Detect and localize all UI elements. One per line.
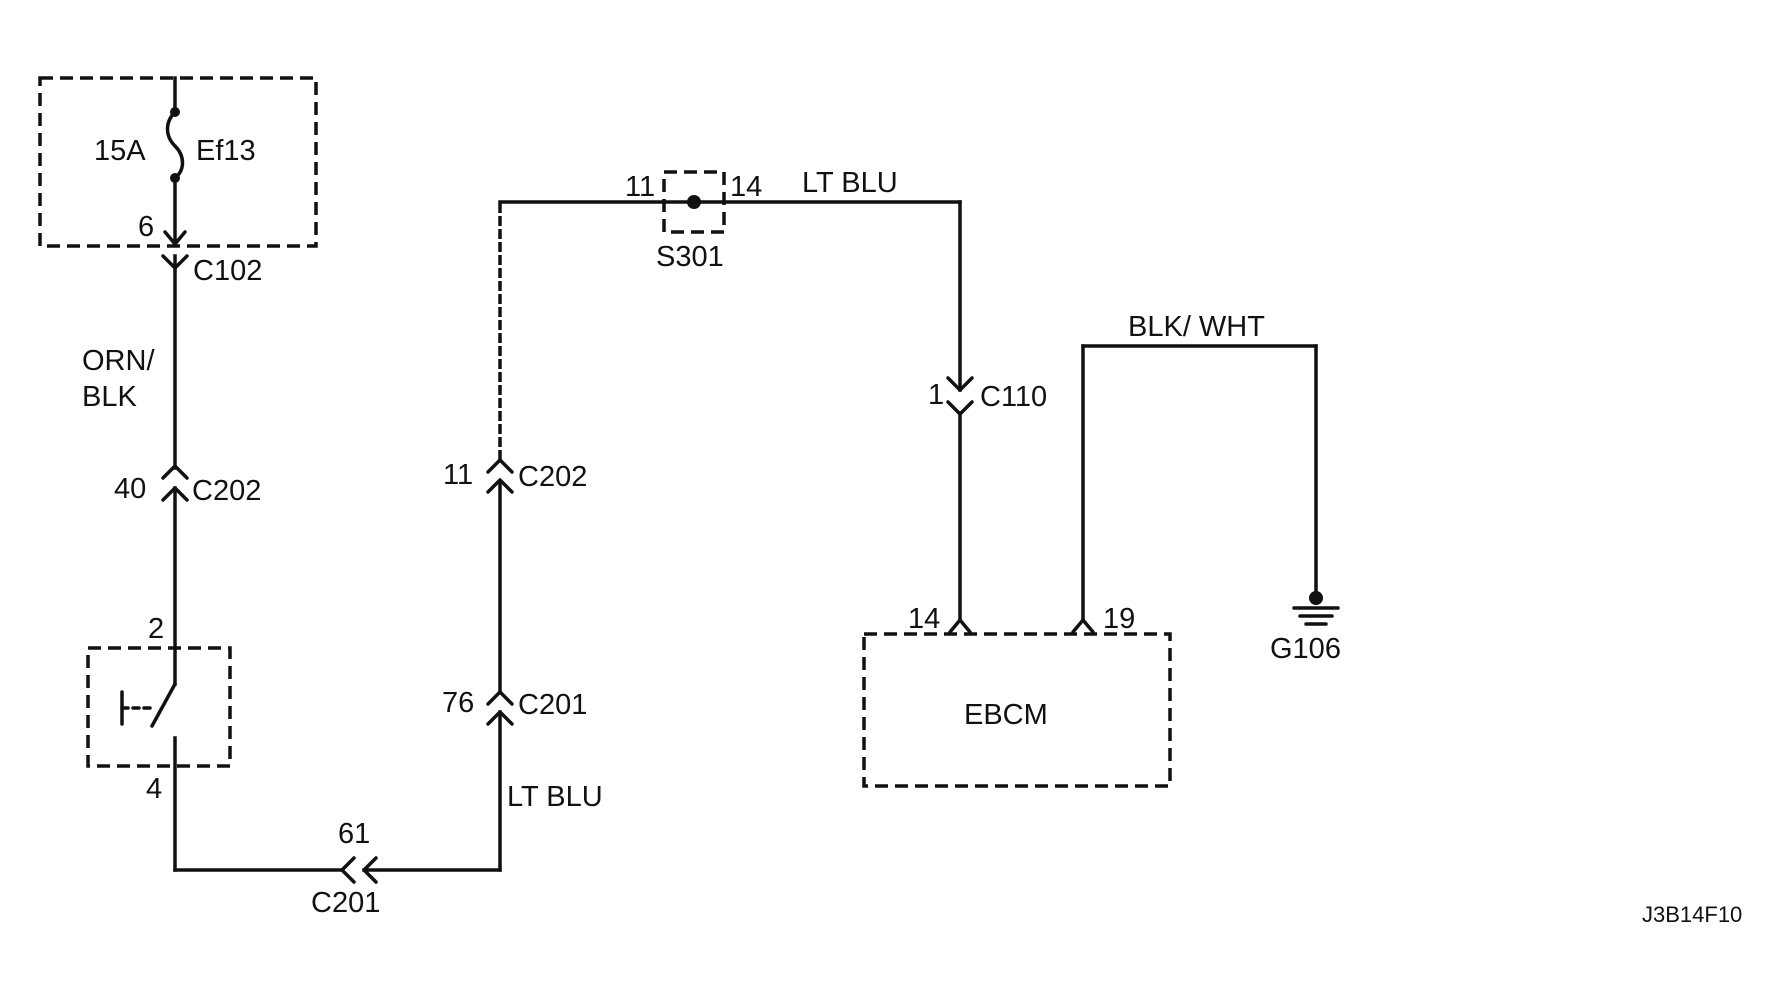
fuse-pin-arrow-icon xyxy=(163,230,187,246)
switch-blade-icon xyxy=(150,682,177,728)
blk-wht-label: BLK/ WHT xyxy=(1128,311,1265,343)
fuse-rating: 15A xyxy=(94,135,146,167)
s301-splice-dot xyxy=(687,195,701,209)
lt-blu-top-label: LT BLU xyxy=(802,167,898,199)
c110-connector-arrow-icon xyxy=(946,376,974,392)
switch-outline xyxy=(86,646,232,768)
c201-right-connector-icon xyxy=(486,690,514,706)
s301-name: S301 xyxy=(656,241,724,273)
ebcm-outline xyxy=(862,632,1172,788)
lt-blu-bottom-label: LT BLU xyxy=(507,781,603,813)
fuse-name: Ef13 xyxy=(196,135,256,167)
c201-bottom-connector-icon xyxy=(340,856,356,884)
c202-left-pin: 40 xyxy=(114,473,146,505)
c202-right-name: C202 xyxy=(518,461,587,493)
c202-left-connector-icon xyxy=(161,464,189,480)
c110-pin: 1 xyxy=(928,379,944,411)
figure-code: J3B14F10 xyxy=(1642,902,1742,927)
c102-label: C102 xyxy=(193,255,262,287)
c201-bottom-name: C201 xyxy=(311,887,380,919)
fuse-icon xyxy=(165,110,185,180)
c201-right-name: C201 xyxy=(518,689,587,721)
ground-terminal xyxy=(1309,591,1323,605)
s301-pin-left: 11 xyxy=(625,171,655,203)
ebcm-pin19-connector-icon xyxy=(1071,618,1095,634)
fuse-block-outline xyxy=(38,76,318,248)
orn-blk-label-line1: ORN/ xyxy=(82,345,155,377)
switch-pin-bottom: 4 xyxy=(146,773,162,805)
s301-pin-right: 14 xyxy=(730,171,762,203)
c202-right-pin: 11 xyxy=(443,459,473,491)
ground-name: G106 xyxy=(1270,633,1341,665)
c110-connector-icon xyxy=(946,400,974,416)
c201-right-pin: 76 xyxy=(442,687,474,719)
c202-right-connector-icon xyxy=(486,458,514,474)
ebcm-name: EBCM xyxy=(964,699,1048,731)
c202-left-name: C202 xyxy=(192,475,261,507)
orn-blk-label-line2: BLK xyxy=(82,381,137,413)
fuse-pin-number: 6 xyxy=(138,211,154,243)
c201-right-connector-arrow-icon xyxy=(486,710,514,726)
c202-right-connector-arrow-icon xyxy=(486,478,514,494)
switch-pin-top: 2 xyxy=(148,613,164,645)
c110-name: C110 xyxy=(980,381,1047,413)
ebcm-pin14-connector-icon xyxy=(948,618,972,634)
ebcm-pin-19: 19 xyxy=(1103,603,1135,635)
ebcm-pin-14: 14 xyxy=(908,603,940,635)
c201-bottom-pin: 61 xyxy=(338,818,370,850)
s301-splice-outline xyxy=(662,170,726,234)
